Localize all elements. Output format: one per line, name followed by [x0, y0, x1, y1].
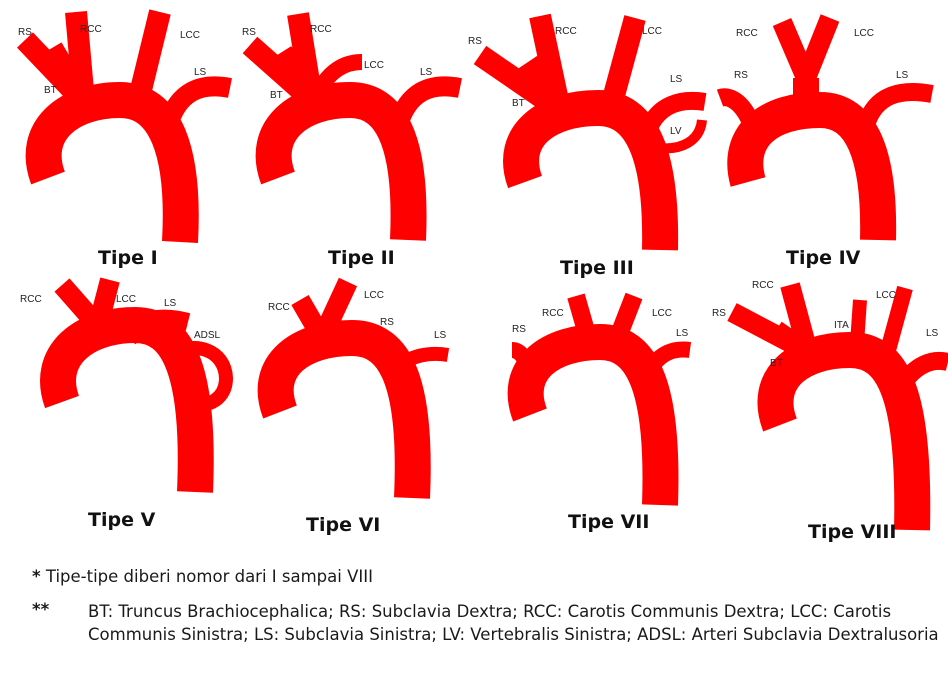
type-8-label-rcc: RCC	[752, 280, 774, 291]
type-1-label-lcc: LCC	[180, 30, 200, 41]
footnote-1-text: Tipe-tipe diberi nomor dari I sampai VII…	[46, 567, 373, 586]
type-3-label-lv: LV	[670, 126, 682, 137]
footnote-1: * Tipe-tipe diberi nomor dari I sampai V…	[32, 565, 373, 588]
type-2-label-ls: LS	[420, 67, 433, 78]
footnote-2-marker: **	[32, 598, 49, 621]
type-5-label-adsl: ADSL	[194, 330, 221, 341]
type-2-panel: RS RCC LCC LS BT Tipe II	[242, 14, 460, 269]
type-4-title: Tipe IV	[786, 247, 861, 269]
type-5-label-lcc: LCC	[116, 294, 136, 305]
type-3-title: Tipe III	[560, 257, 634, 279]
type-6-vessels	[276, 282, 448, 498]
footnote-2-text: BT: Truncus Brachiocephalica; RS: Subcla…	[88, 600, 948, 646]
type-1-title: Tipe I	[98, 247, 158, 269]
type-7-panel: RCC LCC RS LS Tipe VII	[512, 296, 690, 533]
type-6-label-ls: LS	[434, 330, 447, 341]
type-3-label-bt: BT	[512, 98, 525, 109]
type-1-label-rs: RS	[18, 27, 32, 38]
type-3-label-lcc: LCC	[642, 26, 662, 37]
type-3-label-rcc: RCC	[555, 26, 577, 37]
type-8-label-ita: ITA	[834, 320, 849, 331]
type-4-label-lcc: LCC	[854, 28, 874, 39]
type-7-title: Tipe VII	[568, 511, 649, 533]
type-3-panel: RS RCC LCC LS LV BT Tipe III	[468, 16, 705, 279]
type-7-label-ls: LS	[676, 328, 689, 339]
type-1-vessels	[25, 12, 230, 242]
type-8-label-ls: LS	[926, 328, 939, 339]
type-8-title: Tipe VIII	[808, 521, 897, 543]
type-5-label-ls: LS	[164, 298, 177, 309]
type-2-vessels	[250, 14, 460, 240]
type-8-panel: RS RCC LCC ITA LS BT Tipe VIII	[712, 280, 948, 543]
type-4-label-rcc: RCC	[736, 28, 758, 39]
type-1-panel: RS RCC LCC LS BT Tipe I	[18, 12, 230, 269]
type-7-label-rs: RS	[512, 324, 526, 335]
type-4-label-rs: RS	[734, 70, 748, 81]
type-3-label-rs: RS	[468, 36, 482, 47]
type-3-label-ls: LS	[670, 74, 683, 85]
type-6-title: Tipe VI	[306, 514, 380, 536]
type-2-label-rcc: RCC	[310, 24, 332, 35]
type-4-vessels	[720, 18, 932, 240]
type-1-label-ls: LS	[194, 67, 207, 78]
type-5-title: Tipe V	[88, 509, 156, 531]
type-4-panel: RCC LCC RS LS Tipe IV	[720, 18, 932, 269]
type-5-label-rcc: RCC	[20, 294, 42, 305]
type-8-label-lcc: LCC	[876, 290, 896, 301]
type-1-label-bt: BT	[44, 85, 57, 96]
type-6-label-rs: RS	[380, 317, 394, 328]
type-5-panel: RCC LCC LS ADSL Tipe V	[20, 280, 226, 531]
type-2-label-lcc: LCC	[364, 60, 384, 71]
type-6-label-rcc: RCC	[268, 302, 290, 313]
type-7-vessels	[512, 296, 690, 505]
type-8-label-bt: BT	[770, 358, 783, 369]
type-7-label-rcc: RCC	[542, 308, 564, 319]
type-5-vessels	[58, 280, 226, 492]
type-1-label-rcc: RCC	[80, 24, 102, 35]
type-6-panel: RCC LCC RS LS Tipe VI	[268, 282, 448, 536]
footnote-1-marker: *	[32, 565, 41, 588]
type-2-title: Tipe II	[328, 247, 395, 269]
type-6-label-lcc: LCC	[364, 290, 384, 301]
type-7-label-lcc: LCC	[652, 308, 672, 319]
type-2-label-bt: BT	[270, 90, 283, 101]
type-2-label-rs: RS	[242, 27, 256, 38]
type-8-label-rs: RS	[712, 308, 726, 319]
type-4-label-ls: LS	[896, 70, 909, 81]
